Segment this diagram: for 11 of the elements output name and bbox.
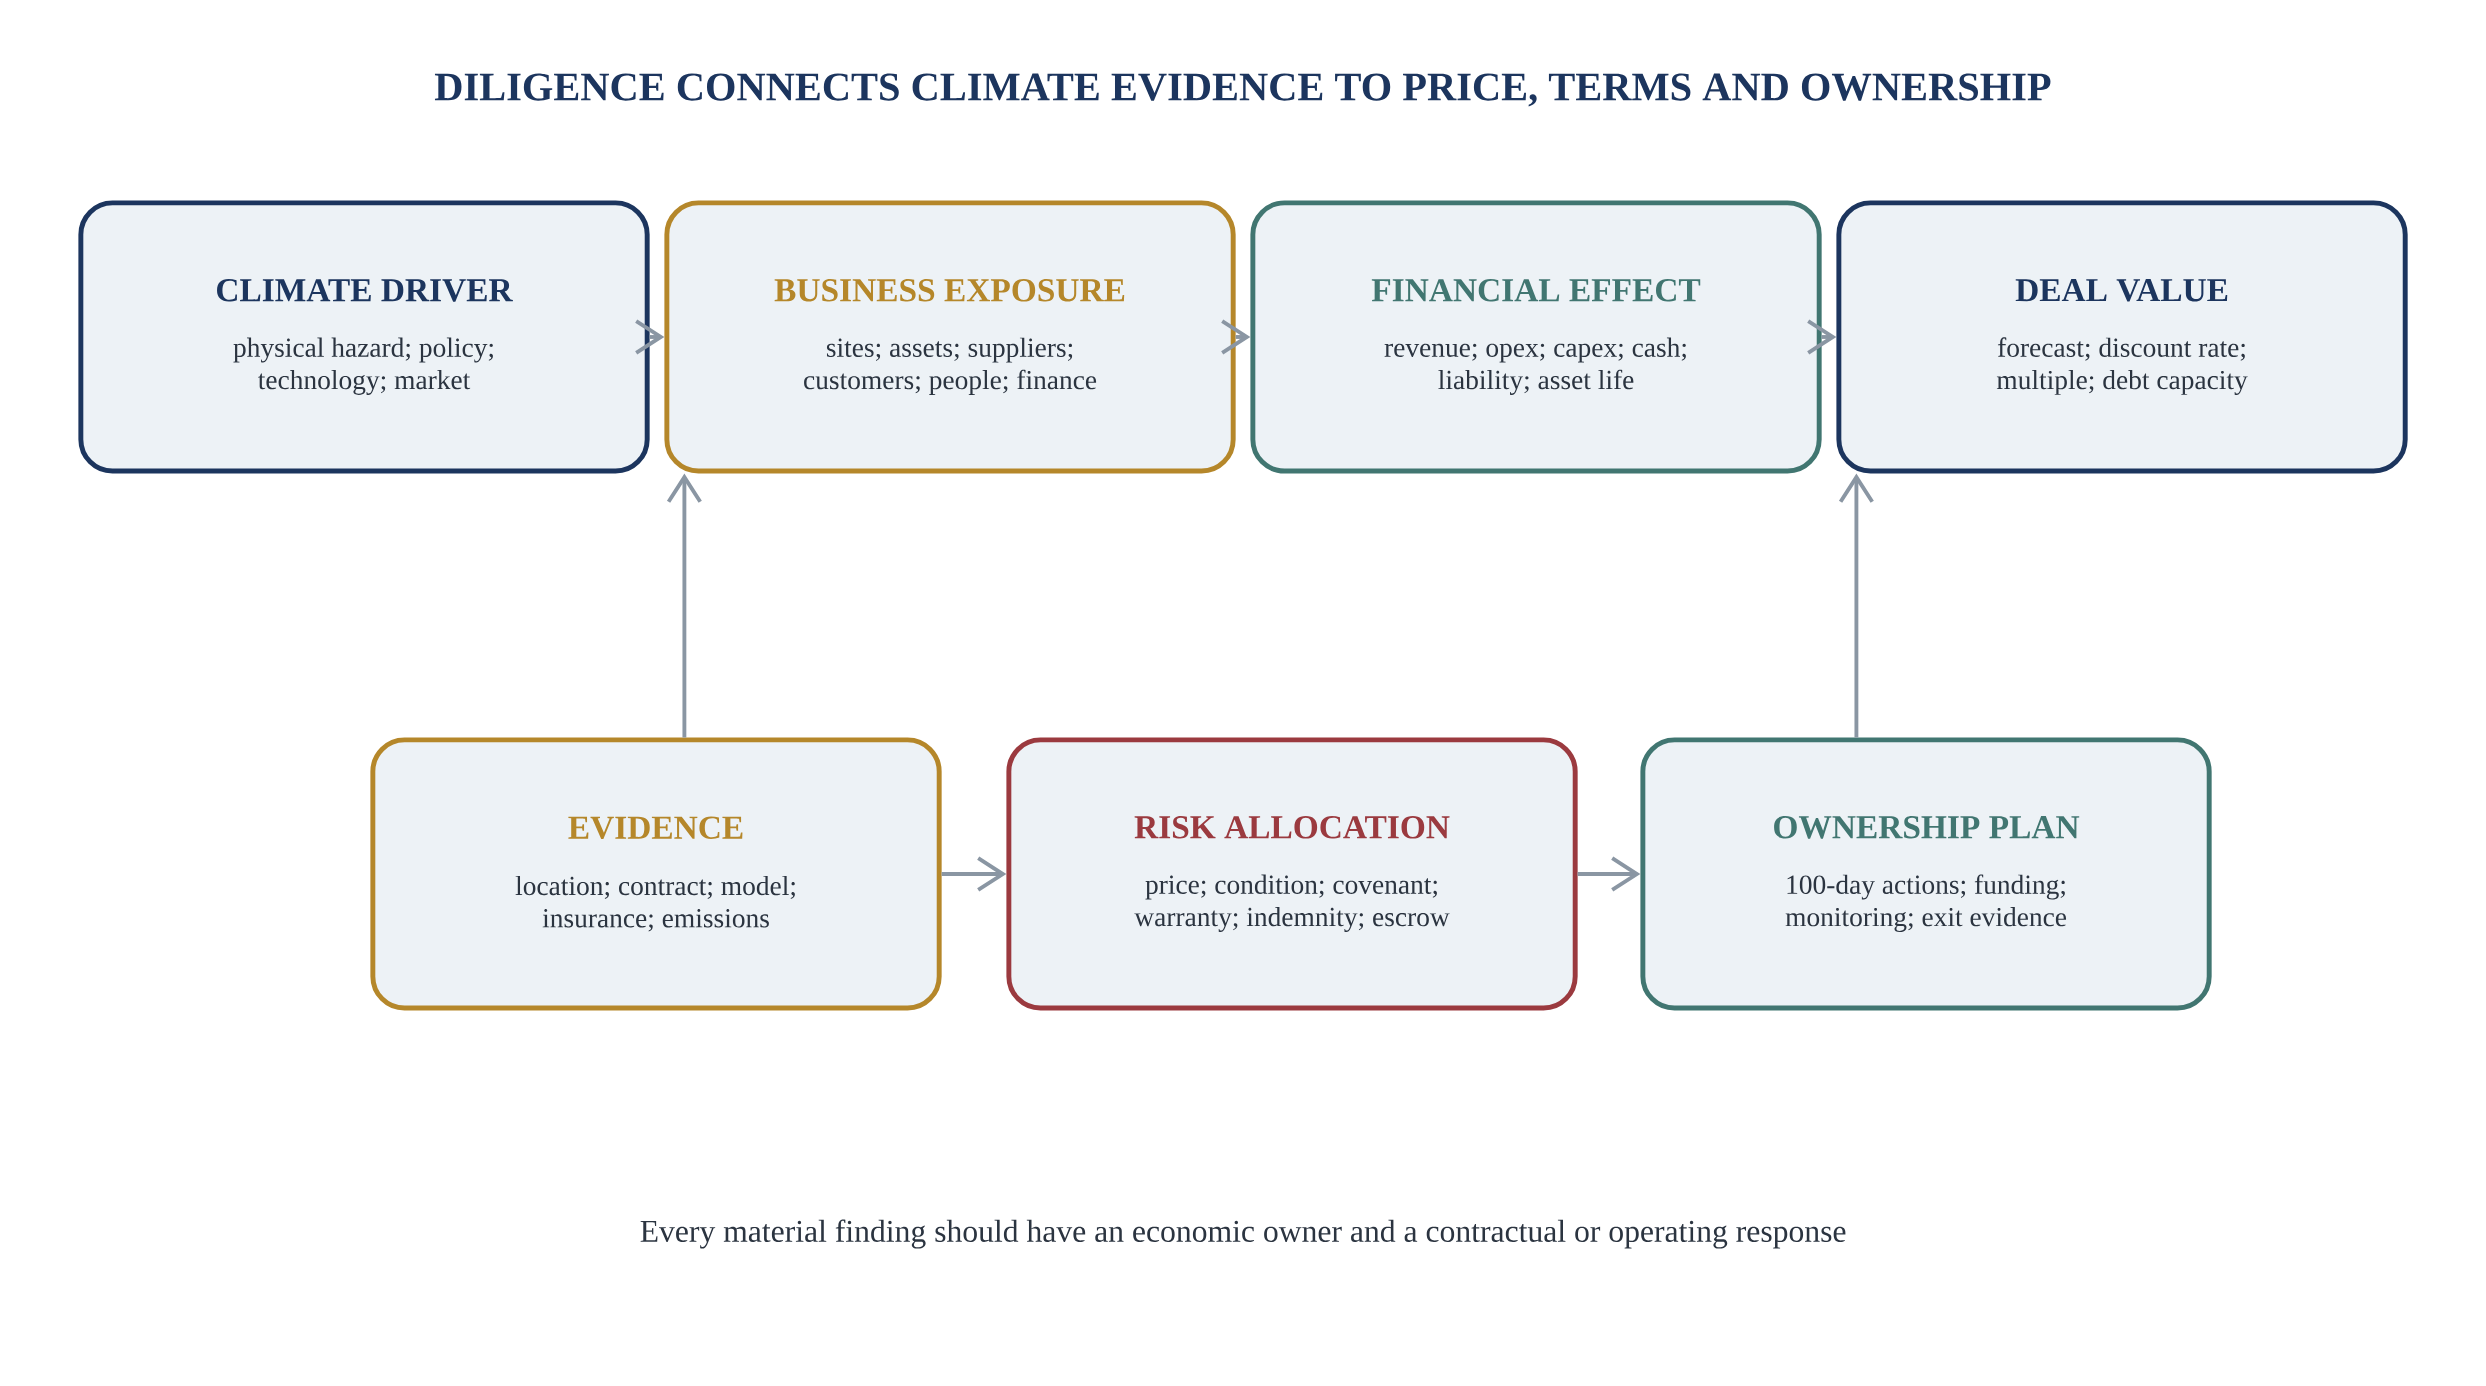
caption: Every material finding should have an economic owner and a contractual or operating response [640,1219,1846,1249]
process-box: FINANCIAL EFFECT revenue; opex; capex; cash; liability; asset life [1250,200,1822,474]
process-box: OWNERSHIP PLAN 100-day actions; funding; monitoring; exit evidence [1640,737,2212,1011]
process-box: RISK ALLOCATION price; condition; covenant; warranty; indemnity; escrow [1006,737,1578,1011]
process-box: BUSINESS EXPOSURE sites; assets; suppliers; customers; people; finance [664,200,1236,474]
arrow [1838,473,1874,738]
arrow [666,473,702,738]
process-box: EVIDENCE location; contract; model; insurance; emissions [370,737,942,1011]
process-box: CLIMATE DRIVER physical hazard; policy; technology; market [78,200,650,474]
title: DILIGENCE CONNECTS CLIMATE EVIDENCE TO PRICE, TERMS AND OWNERSHIP [434,73,2051,107]
process-box: DEAL VALUE forecast; discount rate; multiple; debt capacity [1836,200,2408,474]
